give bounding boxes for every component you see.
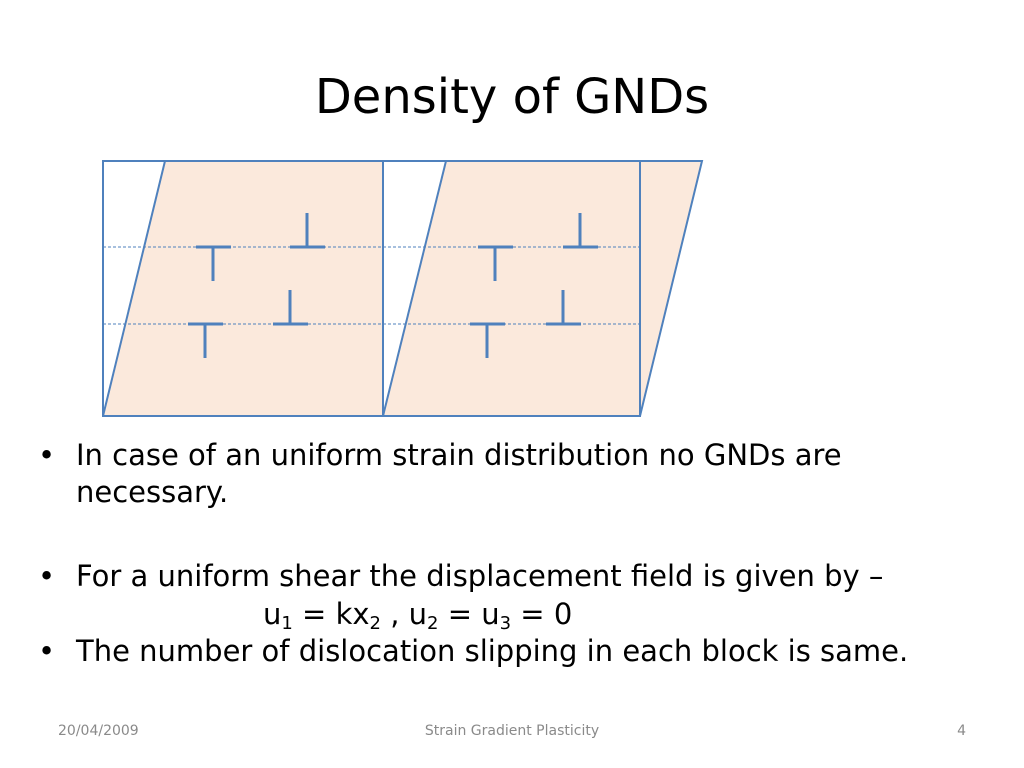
- down-tack-dislocation-icon: [563, 213, 598, 249]
- up-tack-dislocation-icon: [478, 245, 513, 281]
- page-number: 4: [957, 723, 966, 739]
- sheared-block-left-fill: [103, 161, 383, 416]
- bullet-item: • The number of dislocation slipping in …: [38, 633, 978, 670]
- sheared-block-outer-edge: [639, 160, 704, 417]
- bullet-marker: •: [38, 559, 56, 593]
- footer-title: Strain Gradient Plasticity: [424, 723, 600, 739]
- displacement-equation: u1 = kx2 , u2 = u3 = 0: [263, 597, 573, 634]
- sheared-block-right-edge: [382, 160, 447, 417]
- sheared-blocks-diagram: [102, 160, 704, 417]
- bullet-marker: •: [38, 634, 56, 668]
- bullet-list: • In case of an uniform strain distribut…: [38, 437, 978, 670]
- bullet-item: • In case of an uniform strain distribut…: [38, 437, 978, 511]
- down-tack-dislocation-icon: [273, 290, 308, 326]
- sheared-block-left-edge: [102, 160, 166, 417]
- up-tack-dislocation-icon: [196, 245, 231, 281]
- footer-date: 20/04/2009: [58, 723, 139, 739]
- bullet-item: • For a uniform shear the displacement f…: [38, 558, 978, 595]
- up-tack-dislocation-icon: [470, 322, 505, 358]
- bullet-marker: •: [38, 438, 56, 472]
- sheared-block-right-fill: [383, 161, 702, 416]
- down-tack-dislocation-icon: [546, 290, 581, 326]
- bullet-text: For a uniform shear the displacement fie…: [76, 559, 884, 593]
- up-tack-dislocation-icon: [188, 322, 223, 358]
- bullet-text: In case of an uniform strain distributio…: [76, 438, 842, 509]
- bullet-text: The number of dislocation slipping in ea…: [76, 634, 909, 668]
- slide-title: Density of GNDs: [314, 69, 710, 125]
- down-tack-dislocation-icon: [290, 213, 325, 249]
- block-right-outline: [382, 160, 641, 417]
